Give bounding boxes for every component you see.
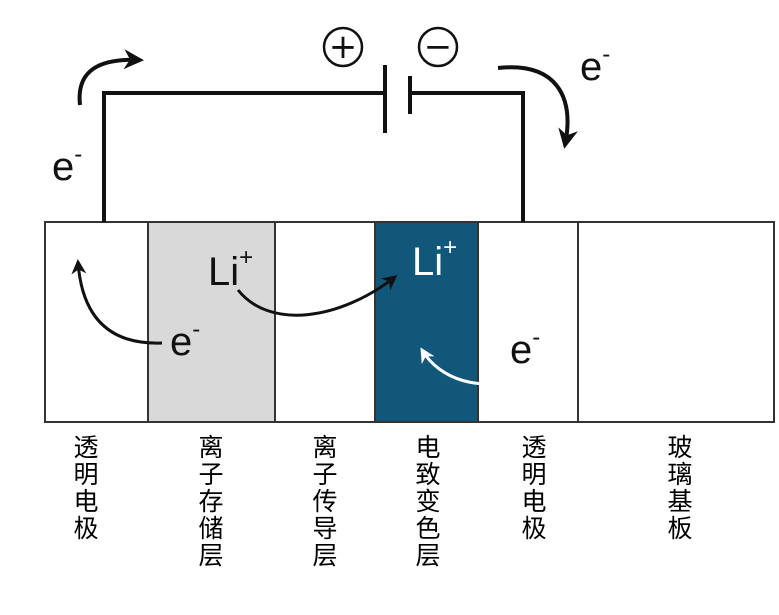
electron-flow-arrow-top-left — [77, 49, 144, 106]
layer-label-transparent-electrode-left: 透明电极 — [70, 434, 99, 542]
layer-transparent-electrode-right — [477, 221, 579, 423]
negative-terminal-icon — [417, 26, 459, 68]
lithium-ion-label-electrochromic: Li+ — [412, 234, 457, 284]
layer-ion-storage — [147, 221, 276, 423]
positive-symbol: + — [329, 27, 358, 67]
layer-label-electrochromic: 电致变色层 — [412, 434, 441, 569]
layer-label-ion-storage: 离子存储层 — [195, 434, 224, 569]
circuit-wire-right — [410, 91, 525, 222]
layer-label-ion-conductor: 离子传导层 — [309, 434, 338, 569]
circuit-wire-left — [102, 91, 385, 222]
layer-label-glass-substrate: 玻璃基板 — [664, 434, 693, 542]
electron-arrow-into-electrochromic — [420, 347, 521, 386]
electron-flow-arrow-top-right — [497, 65, 578, 149]
layer-label-transparent-electrode-right: 透明电极 — [518, 434, 547, 542]
electron-arrow-left-electrode — [71, 259, 163, 345]
lithium-ion-label-ion-storage: Li+ — [208, 244, 253, 294]
layer-ion-conductor — [274, 221, 376, 423]
electron-label-right-electrode: e- — [510, 324, 540, 372]
lithium-ion-arrow — [236, 275, 398, 317]
layer-electrochromic — [374, 221, 479, 423]
layer-glass-substrate — [577, 221, 775, 423]
positive-terminal-icon — [322, 26, 364, 68]
electron-label-ion-storage: e- — [170, 316, 200, 364]
layer-transparent-electrode-left — [44, 221, 149, 423]
electron-label-top-right: e- — [580, 41, 610, 89]
electron-label-top-left: e- — [52, 141, 82, 189]
negative-symbol: − — [424, 27, 453, 67]
